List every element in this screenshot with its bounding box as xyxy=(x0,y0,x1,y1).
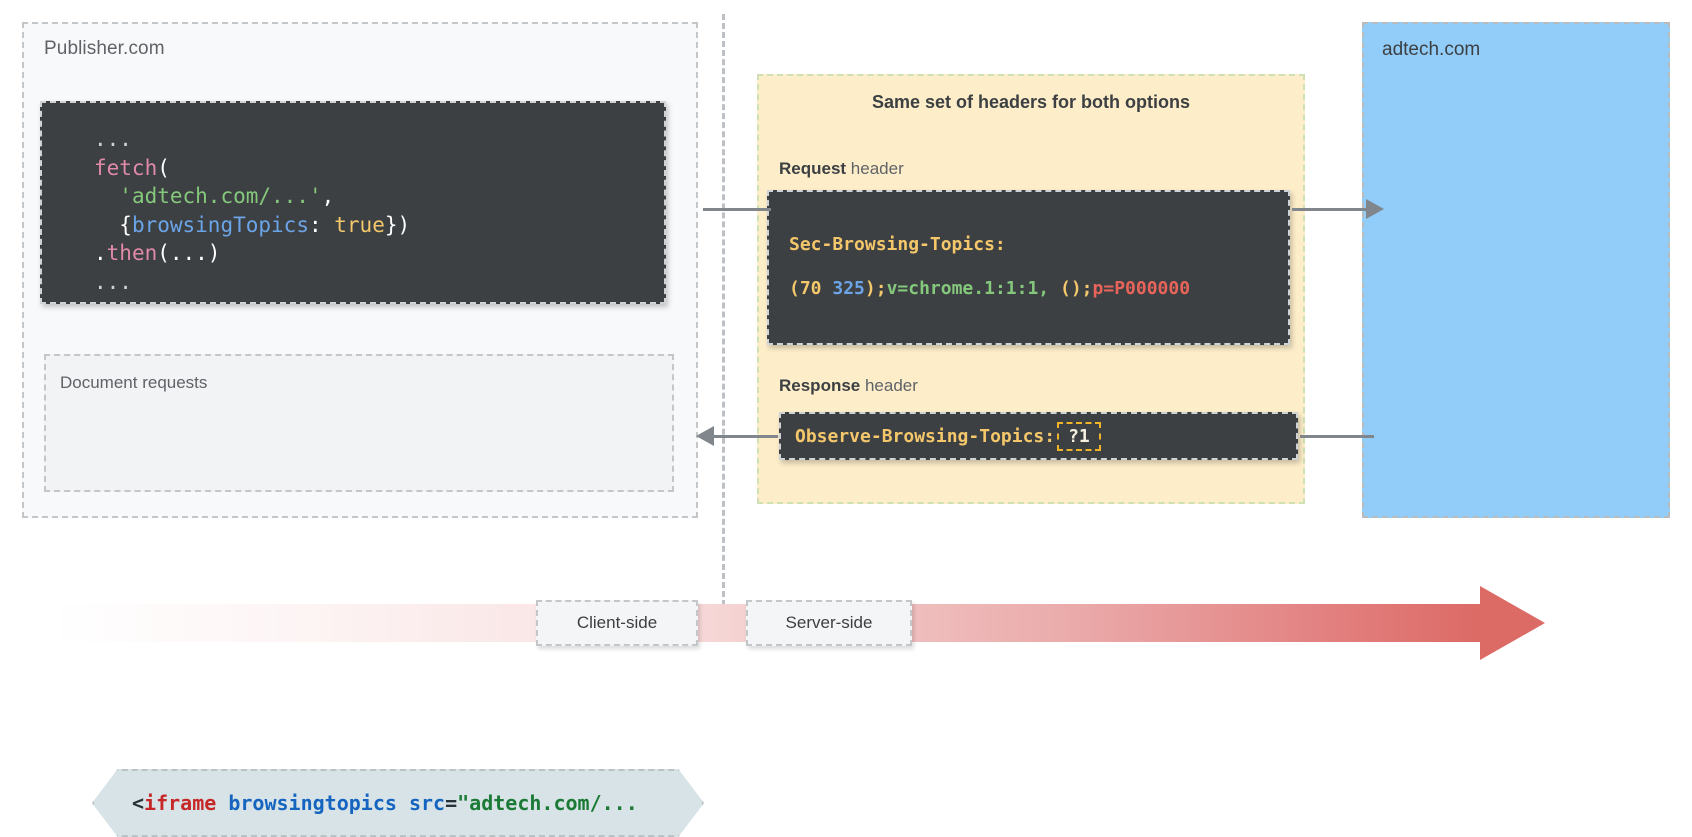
code-token-dot: . xyxy=(94,241,107,265)
code-token-then: then xyxy=(106,241,158,265)
request-arrow-right-segment xyxy=(1292,208,1374,211)
iframe-token-tagname: iframe xyxy=(144,791,217,815)
hv-padding: p=P000000 xyxy=(1092,278,1191,299)
hv-topic-id-1: 70 xyxy=(799,278,822,299)
iframe-token-src-value: "adtech.com/... xyxy=(457,791,638,815)
iframe-token-space1 xyxy=(216,791,228,815)
hv-close-paren: ) xyxy=(864,278,876,299)
code-token-url-string: 'adtech.com/...' xyxy=(119,184,322,208)
iframe-snippet-chip: <iframe browsingtopics src="adtech.com/.… xyxy=(92,769,704,837)
response-header-caption: Response header xyxy=(779,376,918,396)
timeline-chip-server-side: Server-side xyxy=(746,600,912,646)
code-token-ellipsis-bottom: ... xyxy=(94,269,132,294)
hv-semicolon-2: ; xyxy=(1081,278,1093,299)
hv-comma: , xyxy=(1038,278,1060,299)
hv-topic-id-2: 325 xyxy=(832,278,865,299)
iframe-token-space2 xyxy=(397,791,409,815)
code-token-then-args: (...) xyxy=(157,241,221,265)
headers-panel-title: Same set of headers for both options xyxy=(871,92,1191,112)
diagram-canvas: Publisher.com ... fetch( 'adtech.com/...… xyxy=(22,14,1670,837)
response-header-caption-rest: header xyxy=(860,376,918,395)
request-header-name: Sec-Browsing-Topics: xyxy=(789,234,1006,255)
request-header-caption-rest: header xyxy=(846,159,904,178)
code-token-brace-open: { xyxy=(119,212,132,237)
timeline-chip-server-label: Server-side xyxy=(785,613,873,632)
timeline-chip-client-side: Client-side xyxy=(536,600,698,646)
hv-space xyxy=(822,278,833,299)
fetch-code-text: ... fetch( 'adtech.com/...', {browsingTo… xyxy=(94,125,410,296)
code-token-ellipsis-top: ... xyxy=(94,127,132,151)
iframe-token-browsingtopics-attr: browsingtopics xyxy=(228,791,397,815)
iframe-code-text: <iframe browsingtopics src="adtech.com/.… xyxy=(132,791,638,815)
response-header-value-highlight: ?1 xyxy=(1057,421,1101,451)
response-header-block: Observe-Browsing-Topics: ?1 xyxy=(779,412,1298,460)
request-header-caption-bold: Request xyxy=(779,159,847,178)
request-arrow-left-segment xyxy=(703,208,771,211)
request-arrow-head-icon xyxy=(1366,199,1384,219)
response-arrow-head-icon xyxy=(696,426,714,446)
hv-semicolon-1: ; xyxy=(875,278,887,299)
code-token-comma: , xyxy=(321,184,335,208)
code-token-true: true xyxy=(334,212,385,237)
code-token-open-paren: ( xyxy=(157,155,170,180)
hv-empty-parens: () xyxy=(1059,278,1082,299)
response-arrow-left-segment xyxy=(714,435,778,438)
iframe-token-equals: = xyxy=(445,791,458,815)
timeline-chip-client-label: Client-side xyxy=(576,613,658,632)
iframe-token-lt: < xyxy=(132,791,145,815)
client-server-divider xyxy=(722,14,725,606)
publisher-panel-label: Publisher.com xyxy=(44,38,165,59)
code-token-brace-close: }) xyxy=(384,212,411,237)
code-token-colon: : xyxy=(308,212,335,237)
document-requests-label: Document requests xyxy=(60,373,208,392)
adtech-panel xyxy=(1362,22,1670,518)
response-arrow-right-segment xyxy=(1300,435,1374,438)
timeline-arrow-head-icon xyxy=(1480,586,1545,660)
fetch-code-block: ... fetch( 'adtech.com/...', {browsingTo… xyxy=(40,101,666,304)
hv-version: v=chrome.1:1:1 xyxy=(886,278,1039,299)
request-header-caption: Request header xyxy=(779,159,904,179)
hv-open-paren: ( xyxy=(789,278,800,299)
response-header-caption-bold: Response xyxy=(779,376,861,395)
adtech-panel-label: adtech.com xyxy=(1382,39,1481,60)
request-header-value: (70 325);v=chrome.1:1:1, ();p=P000000 xyxy=(789,278,1190,299)
iframe-token-src-attr: src xyxy=(408,791,446,815)
code-token-browsingtopics-key: browsingTopics xyxy=(131,212,309,237)
request-header-block: Sec-Browsing-Topics: (70 325);v=chrome.1… xyxy=(767,190,1290,345)
response-header-name: Observe-Browsing-Topics: xyxy=(795,425,1056,447)
code-token-fetch: fetch xyxy=(94,155,158,180)
